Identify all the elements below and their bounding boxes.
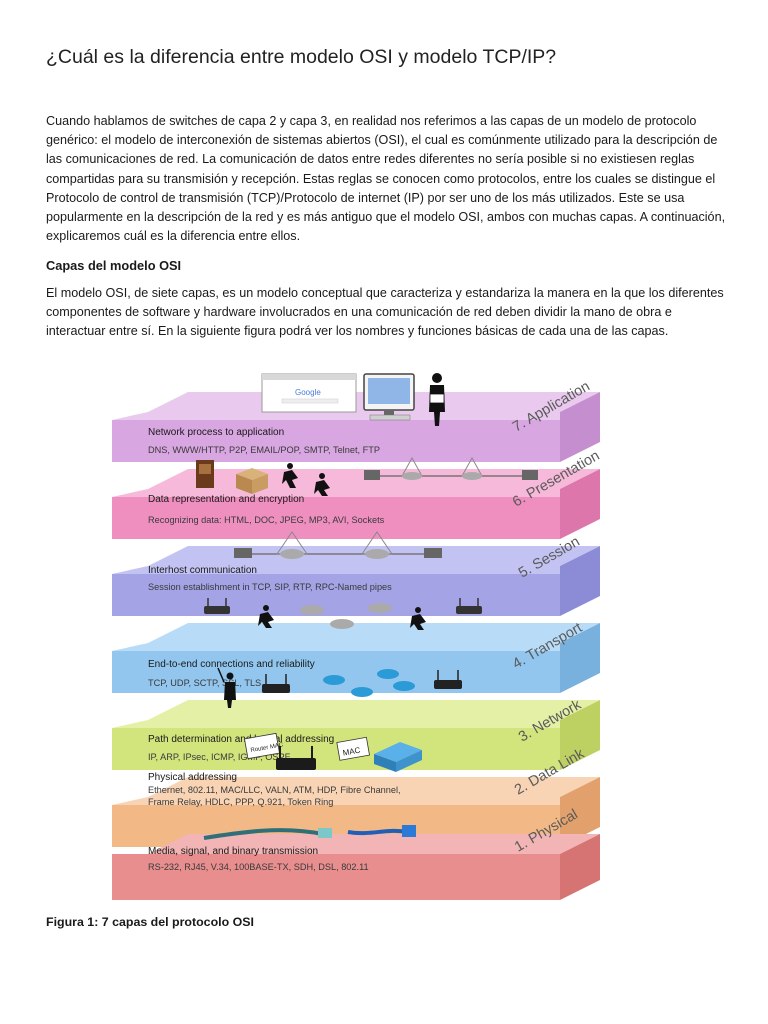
layer-title: End-to-end connections and reliability	[148, 659, 315, 670]
layer-top-face	[148, 777, 600, 797]
layer-title: Network process to application	[148, 427, 284, 438]
fiber-cable-icon	[203, 828, 332, 840]
network-switch-icon	[374, 742, 422, 772]
layer-physical: Media, signal, and binary transmission R…	[112, 807, 600, 900]
layer-side-face	[560, 546, 600, 616]
layer-title: Physical addressing	[148, 772, 237, 783]
layer-side-face	[560, 469, 600, 539]
osi-description-paragraph: El modelo OSI, de siete capas, es un mod…	[46, 286, 724, 339]
layer-top-edge	[112, 566, 560, 574]
layer-title: Data representation and encryption	[148, 494, 304, 505]
layer-front-face	[112, 574, 560, 616]
person-with-letter-icon	[429, 373, 445, 426]
wifi-router-icon	[276, 746, 316, 770]
network-bridge-icon	[364, 456, 538, 480]
router-icon	[300, 603, 392, 629]
layer-side-face	[560, 392, 600, 462]
layer-transport: End-to-end connections and reliability T…	[112, 620, 600, 693]
router-icon	[204, 598, 230, 614]
wifi-router-icon	[434, 670, 462, 689]
layer-network: Path determination and logical addressin…	[112, 697, 600, 770]
layer-top-edge	[112, 797, 560, 805]
layer-side-face	[560, 700, 600, 770]
box-icon	[236, 468, 268, 494]
running-person-icon	[410, 607, 426, 630]
layer-front-face	[112, 854, 560, 900]
mac-label: MAC	[342, 746, 361, 758]
router-icon	[456, 598, 482, 614]
layer-top-edge	[112, 412, 560, 420]
router-mac-tag-icon: Router MAC	[244, 732, 284, 760]
osi-layers-figure: Network process to application DNS, WWW/…	[112, 373, 602, 900]
layer-front-face	[112, 728, 560, 770]
layer-protocols: Recognizing data: HTML, DOC, JPEG, MP3, …	[148, 515, 385, 525]
layer-top-face	[148, 834, 600, 854]
mac-tag-icon: MAC	[336, 736, 370, 761]
running-person-icon	[282, 463, 298, 488]
layer-side-face	[560, 777, 600, 847]
layer-protocols: IP, ARP, IPsec, ICMP, IGMP, OSPF	[148, 752, 291, 762]
page-title: ¿Cuál es la diferencia entre modelo OSI …	[46, 46, 557, 68]
search-logo: Google	[295, 388, 321, 397]
network-bridge-icon	[234, 531, 442, 559]
section-heading-osi-layers: Capas del modelo OSI	[46, 258, 182, 273]
layer-top-edge	[112, 489, 560, 497]
layer-top-edge	[112, 720, 560, 728]
desktop-computer-icon	[363, 373, 415, 421]
vending-machine-icon	[196, 460, 214, 488]
layer-session: Interhost communication Session establis…	[112, 534, 600, 616]
router-mac-label: Router MAC	[250, 742, 284, 754]
layer-side-face	[560, 834, 600, 900]
router-icon	[323, 669, 415, 697]
layer-protocols: TCP, UDP, SCTP, SSL, TLS	[148, 678, 261, 688]
intro-paragraph: Cuando hablamos de switches de capa 2 y …	[46, 114, 726, 244]
browser-window-icon: Google	[261, 373, 357, 413]
layer-protocols-line2: Frame Relay, HDLC, PPP, Q.921, Token Rin…	[148, 797, 333, 807]
wifi-router-icon	[262, 674, 290, 693]
layer-protocols: DNS, WWW/HTTP, P2P, EMAIL/POP, SMTP, Tel…	[148, 445, 380, 455]
layer-protocols-line1: Ethernet, 802.11, MAC/LLC, VALN, ATM, HD…	[148, 785, 401, 795]
running-person-icon	[258, 605, 274, 628]
layer-top-face	[148, 623, 600, 643]
ethernet-cable-icon	[347, 825, 416, 837]
layer-side-face	[560, 623, 600, 693]
layer-top-edge	[112, 643, 560, 651]
layer-protocols: RS-232, RJ45, V.34, 100BASE-TX, SDH, DSL…	[148, 862, 369, 872]
layer-front-face	[112, 420, 560, 462]
layer-front-face	[112, 651, 560, 693]
layer-front-face	[112, 497, 560, 539]
running-person-icon	[314, 473, 330, 496]
layer-title: Interhost communication	[148, 565, 257, 576]
person-with-flag-icon	[217, 667, 236, 708]
layer-top-face	[148, 700, 600, 720]
layer-title: Media, signal, and binary transmission	[148, 846, 318, 857]
layer-application: Network process to application DNS, WWW/…	[112, 378, 600, 462]
layer-protocols: Session establishment in TCP, SIP, RTP, …	[148, 582, 392, 592]
figure-caption: Figura 1: 7 capas del protocolo OSI	[46, 915, 254, 929]
layer-title: Path determination and logical addressin…	[148, 734, 334, 745]
